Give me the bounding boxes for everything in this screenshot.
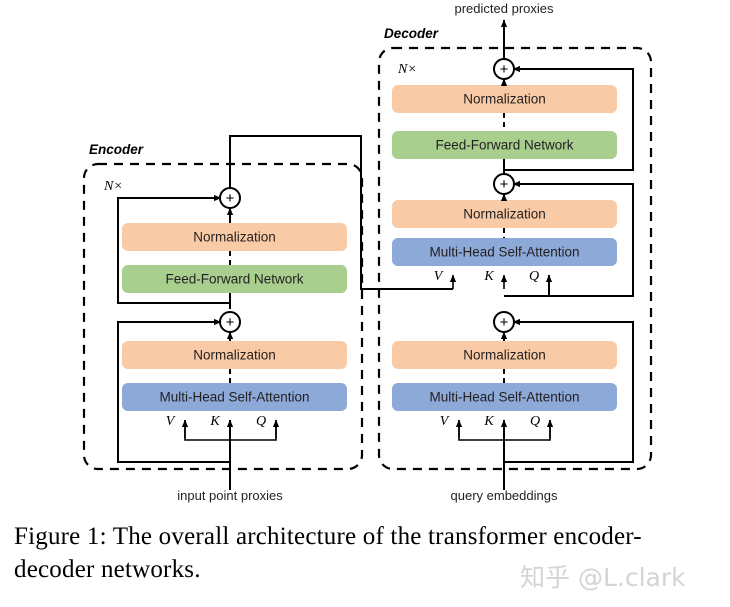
encoder-feed-forward-sublayer: Normalization Feed-Forward Network + (117, 187, 347, 309)
decoder-cross-attention-block (392, 238, 617, 266)
encoder-repeat-label: N× (103, 179, 123, 194)
figure-caption: Figure 1: The overall architecture of th… (14, 523, 642, 583)
decoder-self-v-label: V (440, 414, 450, 429)
decoder-input-label: query embeddings (451, 488, 558, 503)
decoder-self-attention-sublayer: Normalization Multi-Head Self-Attention … (392, 311, 634, 490)
decoder-norm-bottom-block (392, 341, 617, 369)
decoder-output-label: predicted proxies (455, 1, 554, 16)
decoder-self-attention-block (392, 383, 617, 411)
encoder-norm-bottom-label: Normalization (193, 348, 276, 363)
decoder-cross-residual-path (504, 180, 634, 297)
encoder-k-label: K (209, 414, 220, 429)
decoder-norm-middle-block (392, 200, 617, 228)
encoder-add-node-top-symbol: + (226, 190, 235, 207)
decoder-feed-forward-sublayer: Normalization Feed-Forward Network + (392, 58, 634, 175)
decoder-add-node-middle-symbol: + (500, 176, 509, 193)
encoder-dashed-boundary (82, 162, 364, 471)
decoder-group: Decoder N× Normalization Feed-Forward Ne… (377, 1, 653, 503)
encoder-v-label: V (166, 414, 176, 429)
encoder-group: Encoder N× Normalization Feed-Forward Ne… (82, 135, 453, 503)
decoder-ffn-label: Feed-Forward Network (435, 138, 573, 153)
decoder-ffn-block (392, 131, 617, 159)
encoder-attn-residual-path (117, 318, 230, 463)
decoder-self-residual-path (504, 318, 634, 463)
decoder-add-node-top-symbol: + (500, 61, 509, 78)
encoder-input-label: input point proxies (177, 488, 283, 503)
encoder-ffn-block (122, 265, 347, 293)
decoder-repeat-label: N× (397, 62, 417, 77)
decoder-norm-top-block (392, 85, 617, 113)
encoder-attention-label: Multi-Head Self-Attention (159, 390, 309, 405)
decoder-cross-k-label: K (483, 269, 494, 284)
encoder-self-attention-sublayer: Normalization Multi-Head Self-Attention … (117, 311, 347, 490)
encoder-ffn-label: Feed-Forward Network (165, 272, 303, 287)
decoder-add-node-bottom-symbol: + (500, 314, 509, 331)
encoder-ffn-residual-path (117, 194, 230, 304)
encoder-norm-top-label: Normalization (193, 230, 276, 245)
decoder-norm-bottom-label: Normalization (463, 348, 546, 363)
decoder-norm-middle-label: Normalization (463, 207, 546, 222)
decoder-title: Decoder (384, 26, 439, 41)
architecture-diagram: Encoder N× Normalization Feed-Forward Ne… (82, 1, 653, 503)
decoder-self-q-label: Q (530, 414, 540, 429)
encoder-norm-bottom-block (122, 341, 347, 369)
decoder-cross-q-label: Q (529, 269, 539, 284)
encoder-attention-block (122, 383, 347, 411)
encoder-q-label: Q (256, 414, 266, 429)
encoder-norm-top-block (122, 223, 347, 251)
decoder-norm-top-label: Normalization (463, 92, 546, 107)
encoder-title: Encoder (89, 142, 144, 157)
decoder-ffn-residual-path (504, 65, 634, 171)
decoder-self-k-label: K (483, 414, 494, 429)
encoder-output-to-decoder-path (229, 135, 453, 290)
decoder-cross-v-label: V (434, 269, 444, 284)
decoder-cross-attention-sublayer: Normalization Multi-Head Self-Attention … (392, 173, 634, 297)
decoder-self-attention-label: Multi-Head Self-Attention (429, 390, 579, 405)
encoder-add-node-bottom-symbol: + (226, 314, 235, 331)
decoder-dashed-boundary (377, 46, 653, 471)
decoder-cross-attention-label: Multi-Head Self-Attention (429, 245, 579, 260)
